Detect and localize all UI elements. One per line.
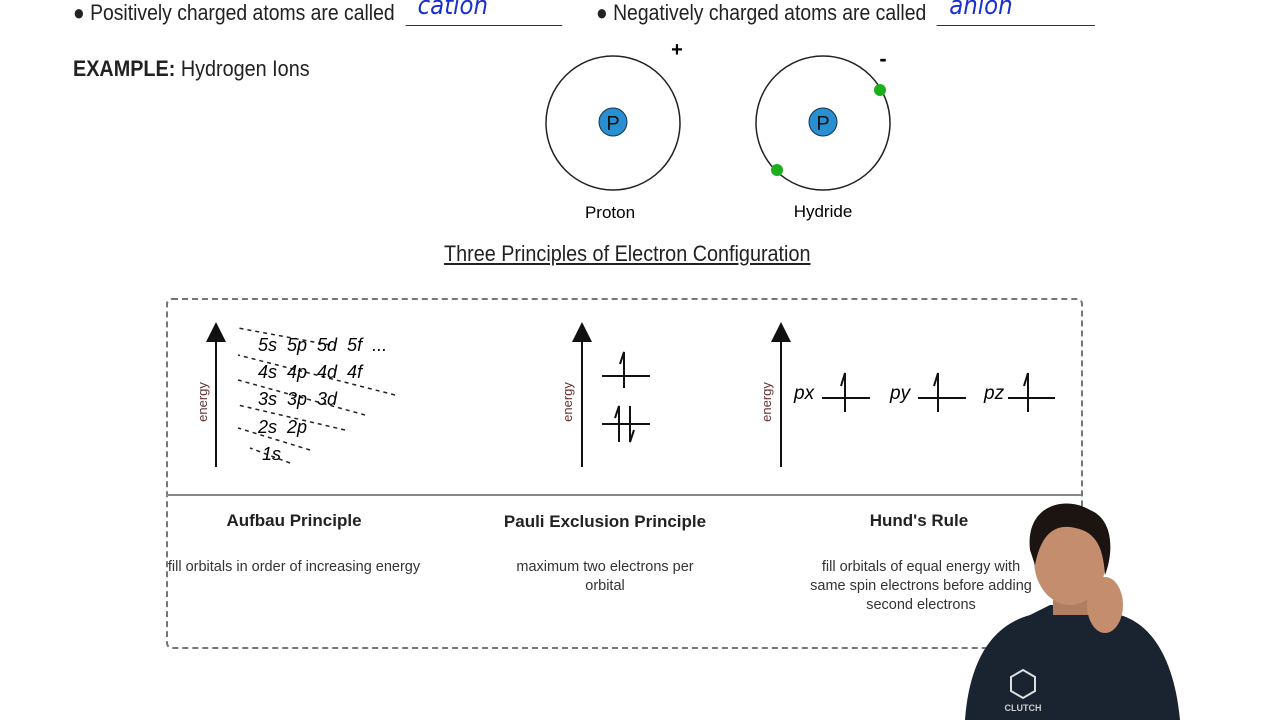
clutch-logo-icon <box>1010 668 1036 700</box>
spin-up-icon <box>619 351 625 388</box>
presenter-hair <box>1029 503 1111 575</box>
spin-up-icon <box>840 372 846 412</box>
pauli-description: maximum two electrons per orbital <box>516 559 694 594</box>
charge-label: + <box>671 39 683 61</box>
positive-answer: cation <box>417 0 489 21</box>
nucleus <box>598 107 628 137</box>
orbital-row: 1s <box>262 444 281 464</box>
electron <box>771 164 783 176</box>
nucleus-label: P <box>816 113 829 135</box>
negative-prompt: ● Negatively charged atoms are called <box>596 0 927 25</box>
hund-diagram: energy px py pz <box>759 322 1055 467</box>
section-title: Three Principles of Electron Configurati… <box>444 241 811 266</box>
positive-question: ● Positively charged atoms are called ca… <box>73 0 562 26</box>
proton-atom: P + Proton <box>545 39 683 222</box>
orbital-row: 4s 4p 4d 4f <box>258 362 364 382</box>
energy-label: energy <box>560 382 575 422</box>
aufbau-description: fill orbitals in order of increasing ene… <box>167 559 421 575</box>
spin-up-icon <box>1023 372 1029 412</box>
orbital-label: pz <box>983 383 1005 404</box>
atom-name: Hydride <box>794 202 853 221</box>
orbital-row: 5s 5p 5d 5f ... <box>258 335 387 355</box>
divider <box>166 494 1081 496</box>
nucleus-label: P <box>606 113 619 135</box>
clutch-logo-text: CLUTCH <box>1005 703 1042 713</box>
orbital-label: py <box>889 383 912 404</box>
presenter-shirt <box>965 605 1180 720</box>
positive-answer-blank: cation <box>405 0 562 26</box>
principles-box <box>166 298 1083 649</box>
atom-name: Proton <box>585 203 635 222</box>
hund-title: Hund's Rule <box>869 511 969 530</box>
example-heading: EXAMPLE: Hydrogen Ions <box>73 56 310 82</box>
presenter-face <box>1034 515 1106 605</box>
orbital-row: 2s 2p <box>257 417 307 437</box>
spin-up-icon <box>933 372 939 412</box>
negative-answer: anion <box>949 0 1013 21</box>
aufbau-diagram: energy 5s 5p 5d 5f ... 4s 4p 4d 4f 3s 3p… <box>195 322 396 467</box>
nucleus <box>808 107 838 137</box>
aufbau-title: Aufbau Principle <box>226 511 362 530</box>
pauli-title: Pauli Exclusion Principle <box>503 512 707 531</box>
pauli-diagram: energy <box>560 322 650 467</box>
spin-up-icon <box>614 405 620 442</box>
negative-answer-blank: anion <box>936 0 1096 26</box>
energy-label: energy <box>759 382 774 422</box>
diagonal-arrows <box>237 327 396 464</box>
presenter-hand <box>1087 577 1123 633</box>
spin-down-icon <box>629 406 635 443</box>
charge-label: - <box>879 46 886 71</box>
presenter-video: CLUTCH <box>965 503 1180 720</box>
electron <box>874 84 886 96</box>
example-label: EXAMPLE: <box>73 56 176 81</box>
hund-description: fill orbitals of equal energy with same … <box>810 559 1032 613</box>
orbital-label: px <box>793 383 816 404</box>
example-text: Hydrogen Ions <box>180 56 310 81</box>
orbit-ring <box>545 55 681 191</box>
energy-label: energy <box>195 382 210 422</box>
orbit-ring <box>755 55 891 191</box>
orbital-row: 3s 3p 3d <box>258 389 338 409</box>
negative-question: ● Negatively charged atoms are called an… <box>596 0 1096 26</box>
positive-prompt: ● Positively charged atoms are called <box>73 0 395 25</box>
hydride-atom: P - Hydride <box>755 46 891 221</box>
